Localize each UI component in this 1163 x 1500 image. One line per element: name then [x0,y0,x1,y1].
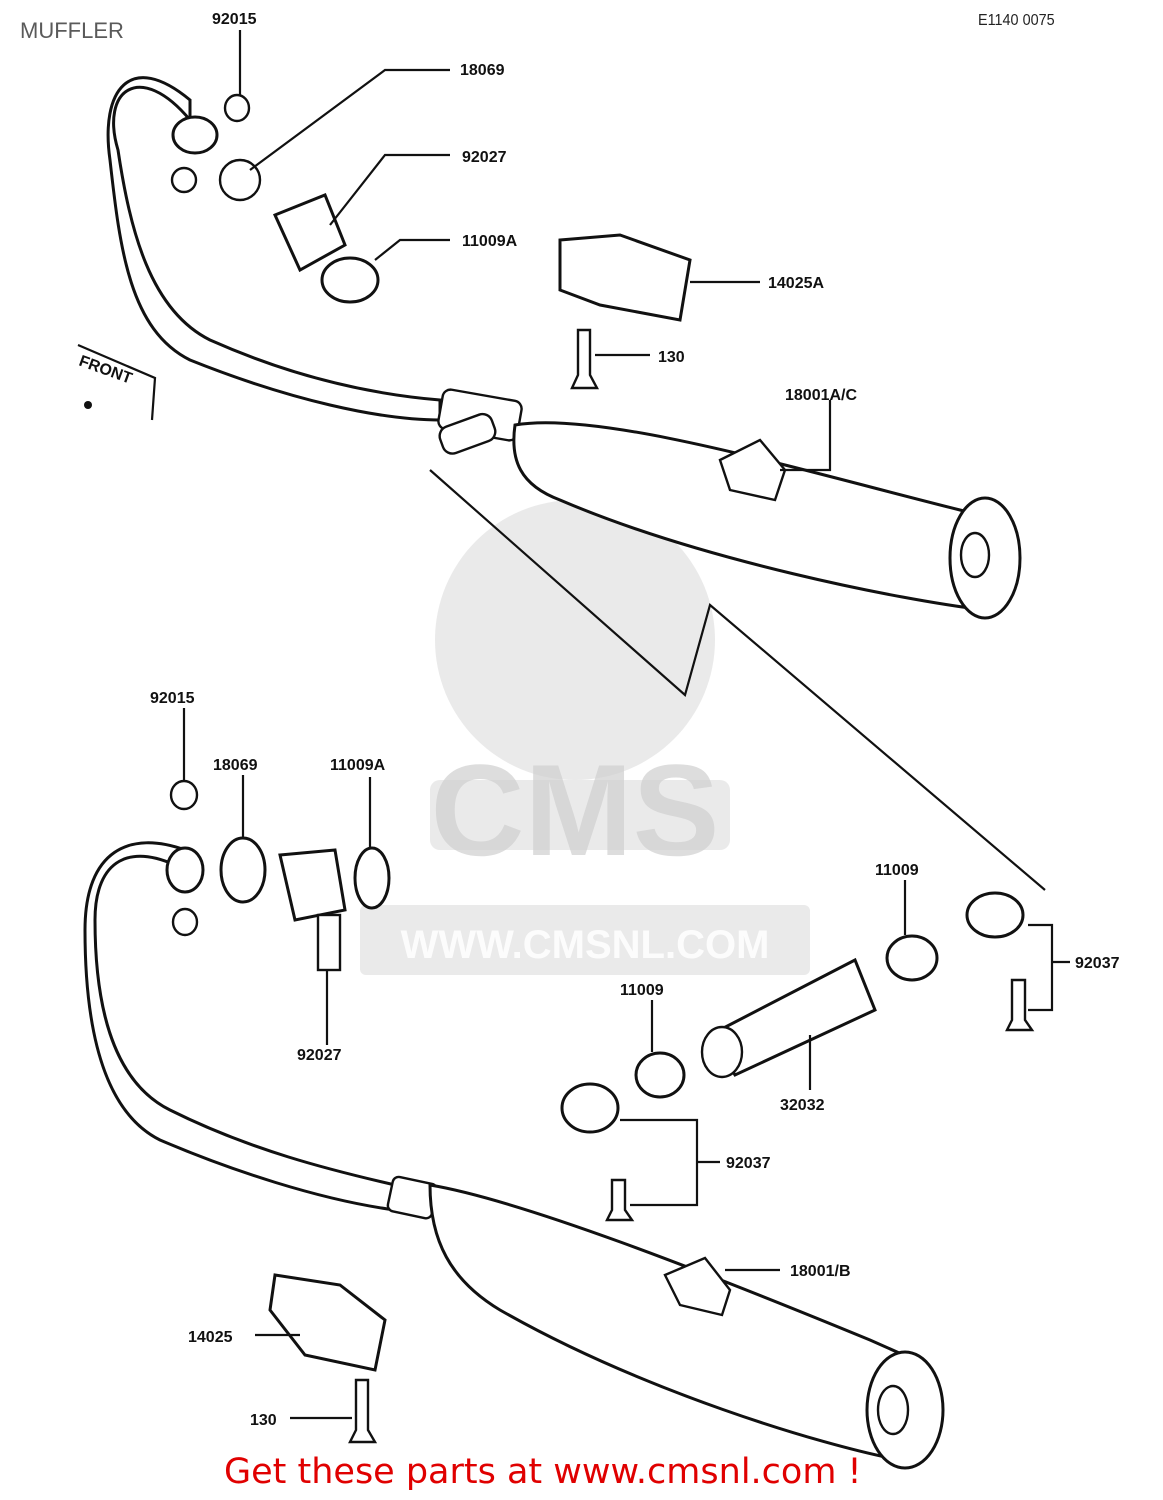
front-marker-bracket [77,343,157,421]
front-marker-text: FRONT [77,353,135,388]
lower-clamp-tab [316,913,342,972]
lower-heat-cover-14025 [268,1273,387,1372]
upper-clamp-92027 [272,193,347,273]
lower-nut-92015 [169,779,199,811]
lower-bolt-130 [348,1378,378,1444]
leader-upper-18069 [249,68,450,171]
label-lower-11009A: 11009A [330,757,386,774]
lower-band-bolt-right [1005,978,1035,1032]
lower-sleeve-11009-left [634,1051,686,1099]
watermark-mascot-circle [435,500,715,780]
leader-upper-11009A [374,238,450,261]
lower-clamp-92027 [278,848,347,922]
label-lower-130: 130 [250,1412,277,1429]
lower-muffler-bracket [663,1256,732,1317]
label-lower-92015: 92015 [150,690,195,707]
watermark-url-bar [360,905,810,975]
label-lower-18069: 18069 [213,757,258,774]
lower-pipe-flange [165,846,205,894]
label-upper-11009A: 11009A [462,233,518,250]
label-upper-92015: 92015 [212,11,257,28]
upper-muffler-bracket [718,438,787,502]
watermark-badge [430,780,730,850]
watermark-url: WWW.CMSNL.COM [401,923,770,967]
upper-nut-92015 [223,93,251,123]
lower-band-92037-right [965,891,1025,939]
upper-muffler-outlet [959,531,991,579]
lower-holder-18069 [219,836,267,904]
label-upper-18001AC: 18001A/C [785,387,857,404]
upper-muffler-assembly: 92015 18069 92027 11009A 14025A 130 1800… [106,11,1022,620]
leader-lower-92037-right [1028,923,1054,1012]
label-lower-18001B: 18001/B [790,1263,851,1280]
upper-gasket-11009A [320,256,380,304]
lower-muffler-assembly: 92015 18069 11009A 92027 11009 92037 110… [83,690,1120,1470]
label-upper-130: 130 [658,349,685,366]
front-marker-dot [84,401,92,409]
drawing-number: E1140 0075 [978,12,1055,29]
get-parts-link[interactable]: Get these parts at www.cmsnl.com ! [224,1452,862,1492]
lower-muffler-body [428,1183,917,1462]
upper-balance-stub [438,412,497,455]
cms-watermark-logo: CMS WWW.CMSNL.COM [360,500,810,975]
label-upper-14025A: 14025A [768,275,824,292]
assembly-break-line [429,469,1046,891]
lower-band-92037-left [560,1082,620,1134]
upper-heat-cover-14025A [558,233,692,322]
label-upper-92027: 92027 [462,149,507,166]
lower-band-bolt-left [605,1178,635,1222]
label-lower-92037-right: 92037 [1075,955,1120,972]
upper-nut-secondary [170,166,198,194]
lower-sleeve-11009-right [885,934,939,982]
label-lower-11009-right: 11009 [875,862,919,879]
upper-bolt-130 [570,328,600,390]
leader-upper-18001AC [780,400,832,472]
label-lower-11009-left: 11009 [620,982,664,999]
page-title: MUFFLER [20,18,124,43]
lower-gasket-11009A [353,846,391,910]
lower-muffler-outlet [876,1384,910,1436]
label-lower-92037-left: 92037 [726,1155,771,1172]
upper-pipe-flange [171,115,219,155]
lower-balance-pipe-end [700,1025,744,1079]
lower-nut-secondary [171,907,199,937]
front-direction-marker: FRONT [77,343,157,421]
upper-muffler-body [512,421,1002,612]
label-upper-18069: 18069 [460,62,505,79]
label-lower-32032: 32032 [780,1097,825,1114]
label-lower-14025: 14025 [188,1329,233,1346]
label-lower-92027: 92027 [297,1047,342,1064]
leader-upper-92027 [329,153,450,226]
leader-lower-92037-left [620,1118,699,1207]
watermark-brand: CMS [431,737,720,883]
